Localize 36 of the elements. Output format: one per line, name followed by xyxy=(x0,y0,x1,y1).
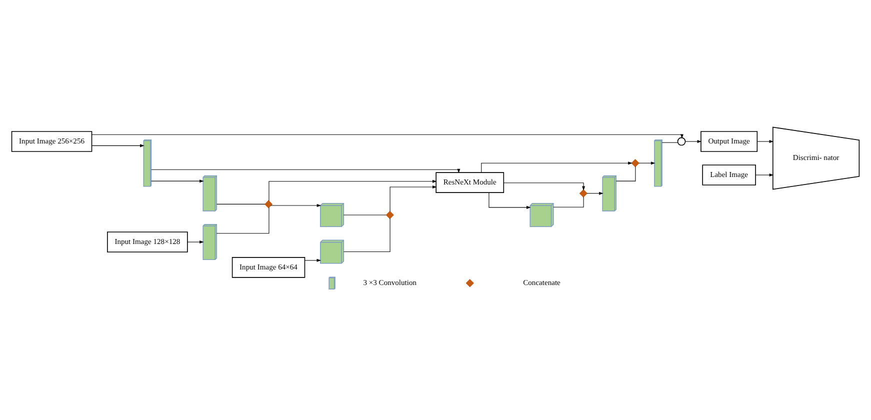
node-box: Input Image 128×128 xyxy=(107,232,188,252)
arrow xyxy=(755,173,774,177)
connector xyxy=(344,218,390,252)
arrow xyxy=(757,140,774,143)
arrow xyxy=(187,240,204,244)
arrow xyxy=(92,144,144,148)
node-box: Input Image 256×256 xyxy=(11,131,92,152)
arrow xyxy=(503,182,586,191)
node-diamond xyxy=(579,189,588,198)
arrow xyxy=(586,192,604,195)
node-diamond xyxy=(631,159,640,168)
arrow xyxy=(151,168,460,174)
node-box: Input Image 64×64 xyxy=(232,257,306,278)
arrow xyxy=(268,180,437,202)
arrow xyxy=(270,204,322,208)
legend-label: Concatenate xyxy=(523,278,560,288)
legend-label: 3 ×3 Convolution xyxy=(363,278,417,288)
arrow xyxy=(390,185,437,212)
connector xyxy=(662,142,678,143)
arrow xyxy=(92,134,684,139)
arrow xyxy=(685,140,702,143)
node-circle xyxy=(677,137,686,146)
arrow xyxy=(638,162,656,165)
connector xyxy=(616,166,636,182)
node-diamond xyxy=(264,200,273,208)
node-box: Label Image xyxy=(702,164,756,186)
node-box: Discrimi- nator xyxy=(772,126,860,190)
node-diamond xyxy=(386,210,394,220)
node-box: ResNeXt Module xyxy=(436,172,504,193)
arrow xyxy=(481,162,632,173)
arrow xyxy=(488,192,531,209)
connector xyxy=(553,196,584,208)
node-box: Output Image xyxy=(700,131,758,152)
arrow xyxy=(151,180,204,183)
arrow xyxy=(304,258,322,262)
connector xyxy=(216,207,270,234)
